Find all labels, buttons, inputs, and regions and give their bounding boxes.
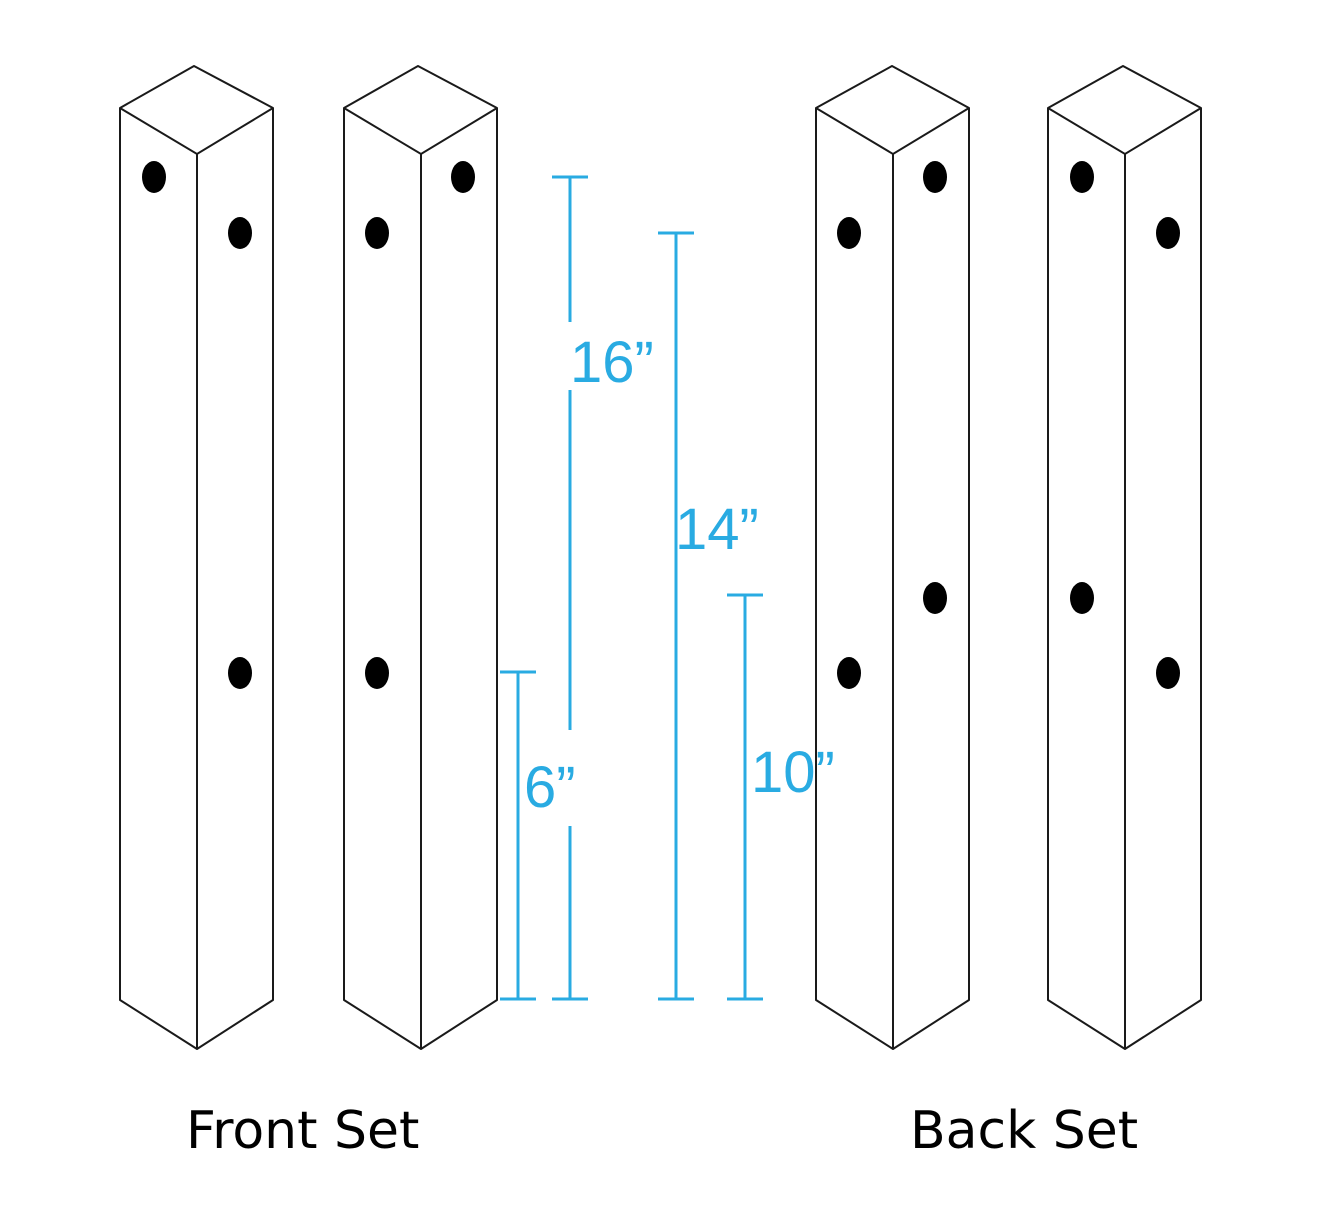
drill-hole — [228, 657, 252, 689]
drill-hole — [923, 161, 947, 193]
front-post-2 — [343, 65, 498, 1050]
dimension-14-in: 14” — [658, 231, 779, 1001]
drill-hole — [1156, 217, 1180, 249]
drill-hole — [1156, 657, 1180, 689]
drill-hole — [451, 161, 475, 193]
dimension-label-10: 10” — [751, 740, 835, 805]
back-set-label: Back Set — [910, 1101, 1138, 1161]
dimension-10-in: 10” — [727, 593, 835, 1001]
dimension-label-16: 16” — [570, 330, 654, 395]
drill-hole — [923, 582, 947, 614]
dimension-6-in: 6” — [500, 670, 590, 1001]
drill-hole — [1070, 161, 1094, 193]
dimension-label-6: 6” — [524, 755, 576, 820]
back-post-2 — [1047, 65, 1202, 1050]
drill-hole — [228, 217, 252, 249]
dimension-label-14: 14” — [675, 497, 759, 562]
front-post-1 — [119, 65, 274, 1050]
back-post-1 — [815, 65, 970, 1050]
drill-hole — [837, 217, 861, 249]
front-set-label: Front Set — [186, 1101, 419, 1161]
dimension-16-in: 16” — [552, 175, 670, 1001]
drill-hole — [1070, 582, 1094, 614]
drill-hole — [365, 657, 389, 689]
drill-hole — [837, 657, 861, 689]
drill-hole — [365, 217, 389, 249]
drill-hole — [142, 161, 166, 193]
